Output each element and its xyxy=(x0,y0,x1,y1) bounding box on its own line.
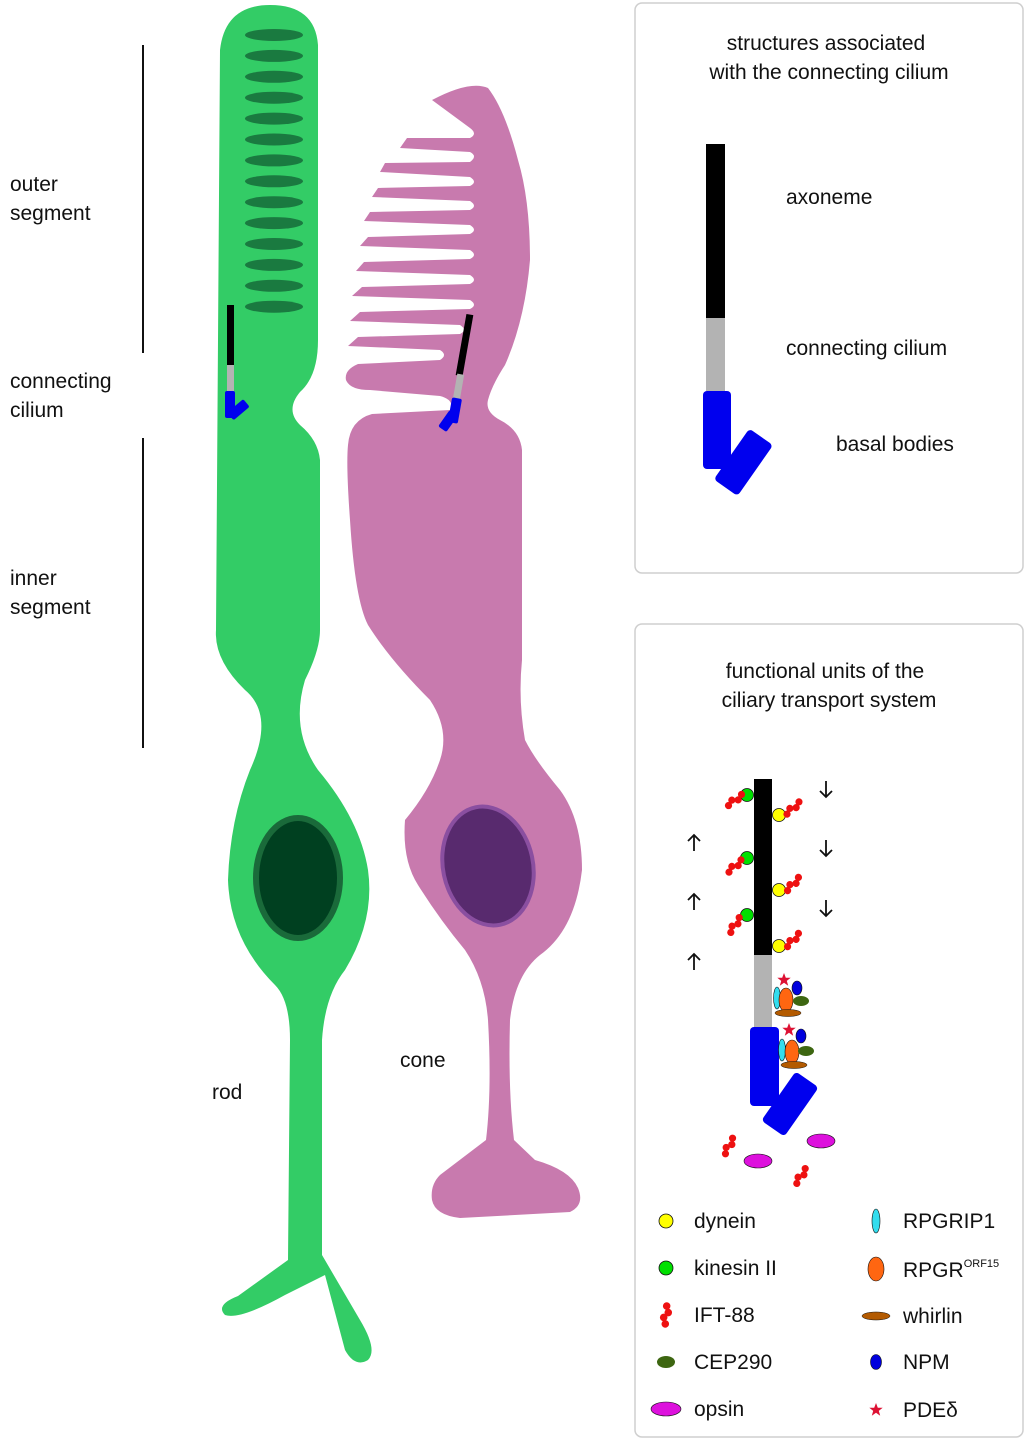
legend-label-whirlin: whirlin xyxy=(902,1305,963,1328)
outer-segment-label-line1: outer xyxy=(10,173,58,196)
functional-panel: functional units of the ciliary transpor… xyxy=(635,624,1023,1437)
rod-cell: rod xyxy=(212,5,372,1362)
rod-disc xyxy=(245,196,303,208)
cone-cell: cone xyxy=(346,86,582,1218)
legend-label-cep290: CEP290 xyxy=(694,1351,772,1374)
legend-label-opsin: opsin xyxy=(694,1398,744,1421)
rod-disc xyxy=(245,154,303,166)
functional-panel-title-line1: functional units of the xyxy=(726,660,924,683)
legend-label-dynein: dynein xyxy=(694,1210,756,1233)
connecting-cilium-label-line1: connecting xyxy=(10,370,112,393)
rod-disc xyxy=(245,301,303,313)
functional-panel-title-line2: ciliary transport system xyxy=(722,689,937,712)
outer-segment-label-line2: segment xyxy=(10,202,91,225)
inner-segment-label-line1: inner xyxy=(10,567,57,590)
basal-bodies-label: basal bodies xyxy=(836,433,954,456)
structures-panel-frame xyxy=(635,3,1023,573)
rod-axoneme xyxy=(227,305,234,365)
basal-body-shape xyxy=(703,391,731,469)
fu-basal-body xyxy=(750,1027,779,1106)
rod-label: rod xyxy=(212,1081,242,1104)
rod-disc xyxy=(245,238,303,250)
structures-panel-title-line2: with the connecting cilium xyxy=(708,61,948,84)
legend-label-kinesin: kinesin II xyxy=(694,1257,777,1280)
connecting-cilium-label-line2: cilium xyxy=(10,399,64,422)
structures-panel-title-line1: structures associated xyxy=(727,32,925,55)
legend-label-npm: NPM xyxy=(903,1351,950,1374)
inner-segment-label-line2: segment xyxy=(10,596,91,619)
rod-body xyxy=(216,5,372,1362)
rod-disc xyxy=(245,29,303,41)
rod-disc xyxy=(245,217,303,229)
rod-disc xyxy=(245,134,303,146)
rod-disc xyxy=(245,113,303,125)
rod-disc xyxy=(245,259,303,271)
axoneme-shape xyxy=(706,144,725,318)
fu-axoneme xyxy=(754,779,772,955)
rod-disc xyxy=(245,280,303,292)
rod-connecting-cilium xyxy=(227,365,234,392)
axoneme-label: axoneme xyxy=(786,186,872,209)
cone-body xyxy=(346,86,582,1218)
connecting-cilium-shape xyxy=(706,318,725,391)
fu-connecting-cilium xyxy=(754,955,772,1027)
structures-panel: structures associated with the connectin… xyxy=(635,3,1023,573)
rod-disc xyxy=(245,92,303,104)
rod-disc xyxy=(245,175,303,187)
rod-disc xyxy=(245,50,303,62)
legend-label-ift88: IFT-88 xyxy=(694,1304,755,1327)
legend-label-rpgrip1: RPGRIP1 xyxy=(903,1210,995,1233)
cone-label: cone xyxy=(400,1049,446,1072)
rod-disc xyxy=(245,71,303,83)
rod-nucleus xyxy=(256,818,340,938)
region-labels: outer segment connecting cilium inner se… xyxy=(10,45,143,748)
legend-label-pde: PDEδ xyxy=(903,1399,958,1422)
connecting-cilium-label: connecting cilium xyxy=(786,337,947,360)
